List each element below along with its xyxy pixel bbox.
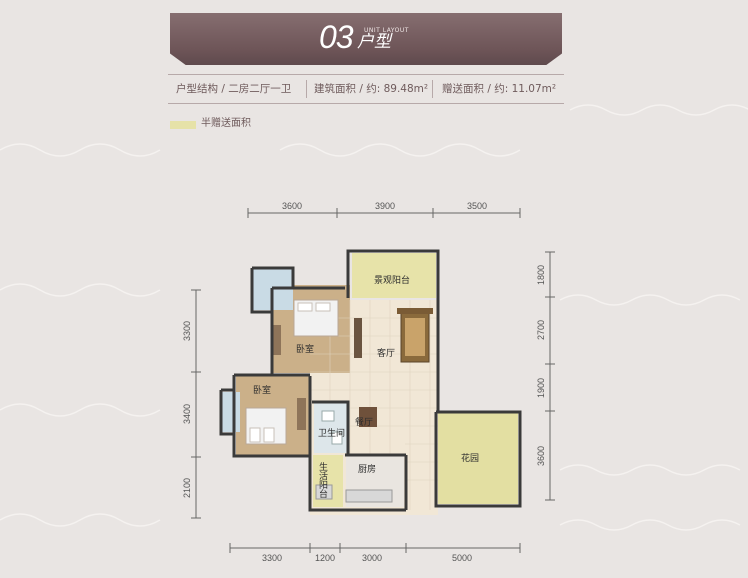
- unit-word: 户型: [357, 32, 391, 52]
- legend-swatch: [170, 121, 196, 129]
- dim-bottom-1: 3300: [262, 553, 282, 563]
- unit-structure-text: 户型结构 / 二房二厅一卫: [176, 83, 292, 95]
- dim-bottom-3: 3000: [362, 553, 382, 563]
- dim-right-4: 3600: [536, 446, 546, 466]
- building-area-text: 建筑面积 / 约: 89.48m²: [314, 83, 429, 95]
- divider: [432, 80, 433, 98]
- room-label-garden: 花园: [461, 452, 479, 464]
- room-label-service-balcony: 生活阳台: [317, 461, 328, 499]
- dim-bottom-4: 5000: [452, 553, 472, 563]
- dim-left-3: 2100: [182, 478, 192, 498]
- dim-left-2: 3400: [182, 404, 192, 424]
- walls: [219, 249, 522, 512]
- divider: [306, 80, 307, 98]
- unit-subtitle: UNIT LAYOUT: [364, 27, 409, 34]
- dim-right-2: 2700: [536, 320, 546, 340]
- dim-bottom-2: 1200: [315, 553, 335, 563]
- dim-right-3: 1900: [536, 378, 546, 398]
- legend-label: 半赠送面积: [201, 118, 251, 129]
- room-label-bedroom-2: 卧室: [253, 384, 271, 396]
- room-label-living-room: 客厅: [377, 347, 395, 359]
- title-banner: [170, 13, 562, 65]
- room-label-kitchen: 厨房: [358, 463, 376, 475]
- room-label-bathroom: 卫生间: [318, 427, 345, 439]
- info-bar: 户型结构 / 二房二厅一卫 建筑面积 / 约: 89.48m² 赠送面积 / 约…: [168, 74, 564, 104]
- floor-areas: [220, 253, 518, 515]
- dim-right-1: 1800: [536, 265, 546, 285]
- dim-top-1: 3600: [282, 201, 302, 211]
- furniture: [245, 299, 433, 503]
- room-label-dining-room: 餐厅: [355, 416, 373, 428]
- room-label-landscape-balcony: 景观阳台: [374, 274, 410, 286]
- dim-top-3: 3500: [467, 201, 487, 211]
- room-label-bedroom-1: 卧室: [296, 343, 314, 355]
- dim-top-2: 3900: [375, 201, 395, 211]
- dim-left-1: 3300: [182, 321, 192, 341]
- unit-number: 03: [319, 19, 354, 55]
- gift-area-text: 赠送面积 / 约: 11.07m²: [442, 83, 557, 95]
